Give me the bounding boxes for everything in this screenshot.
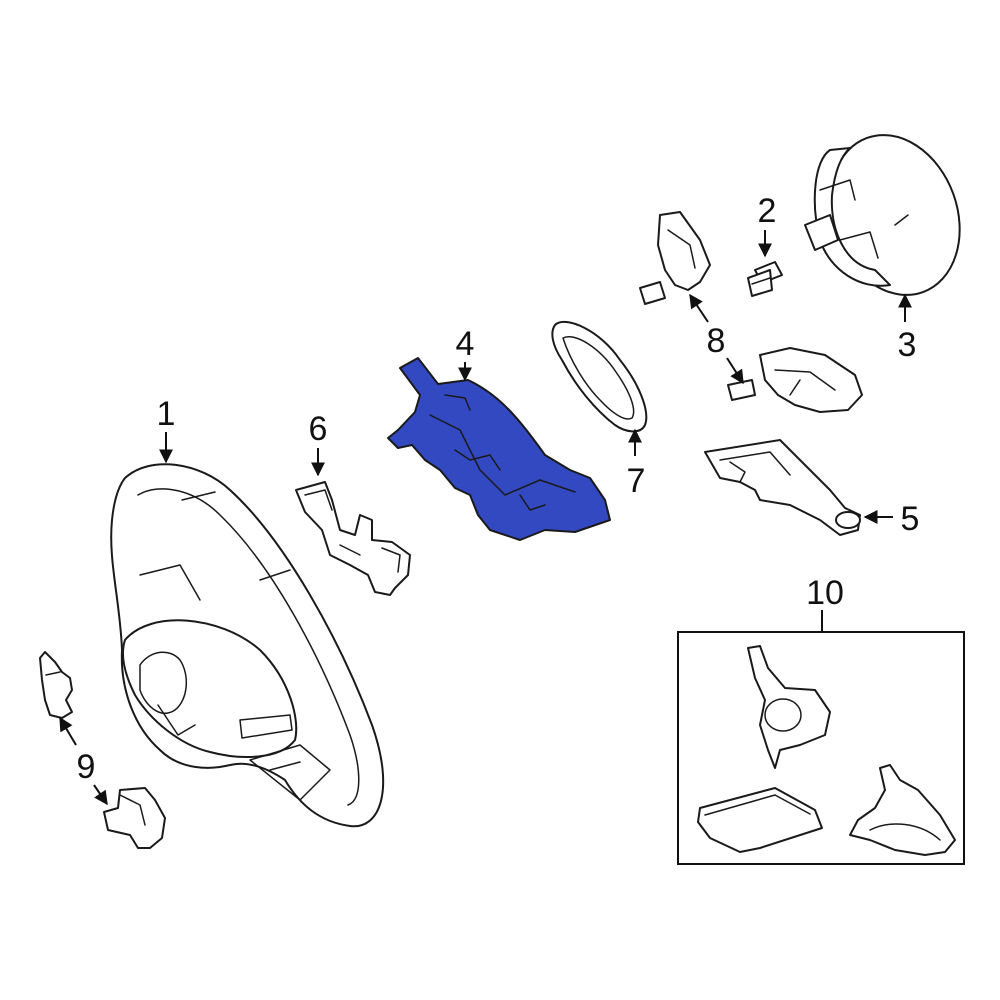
part-5-cover[interactable]	[704, 439, 861, 536]
callout-arrows	[59, 230, 912, 806]
part-4-fill	[387, 357, 611, 541]
part-10-paddle-upper[interactable]	[747, 645, 831, 769]
part-2-screw[interactable]	[747, 261, 783, 297]
part-8-switch-lower[interactable]	[727, 347, 863, 413]
callout-1: 1	[157, 395, 176, 433]
callout-6: 6	[309, 410, 328, 448]
part-8-switch-upper[interactable]	[639, 211, 711, 305]
callout-5: 5	[901, 500, 920, 538]
part-10-paddle-lower[interactable]	[849, 764, 956, 856]
part-3-airbag[interactable]	[804, 117, 981, 314]
part-1-steering-wheel[interactable]	[110, 463, 385, 828]
part-4-switch-housing[interactable]	[387, 357, 611, 541]
callout-8: 8	[707, 322, 726, 360]
callout-10: 10	[806, 574, 844, 612]
part-9-clip-lower[interactable]	[103, 787, 166, 849]
part-6-bracket[interactable]	[295, 481, 411, 596]
part-9-clip-upper[interactable]	[39, 651, 73, 719]
callout-9: 9	[77, 748, 96, 786]
part-10-cover-plate[interactable]	[697, 787, 823, 853]
callout-2: 2	[758, 192, 777, 230]
callout-3: 3	[898, 326, 917, 364]
callout-4: 4	[456, 325, 475, 363]
callout-7: 7	[627, 462, 646, 500]
part-7-trim-ring[interactable]	[551, 320, 648, 433]
